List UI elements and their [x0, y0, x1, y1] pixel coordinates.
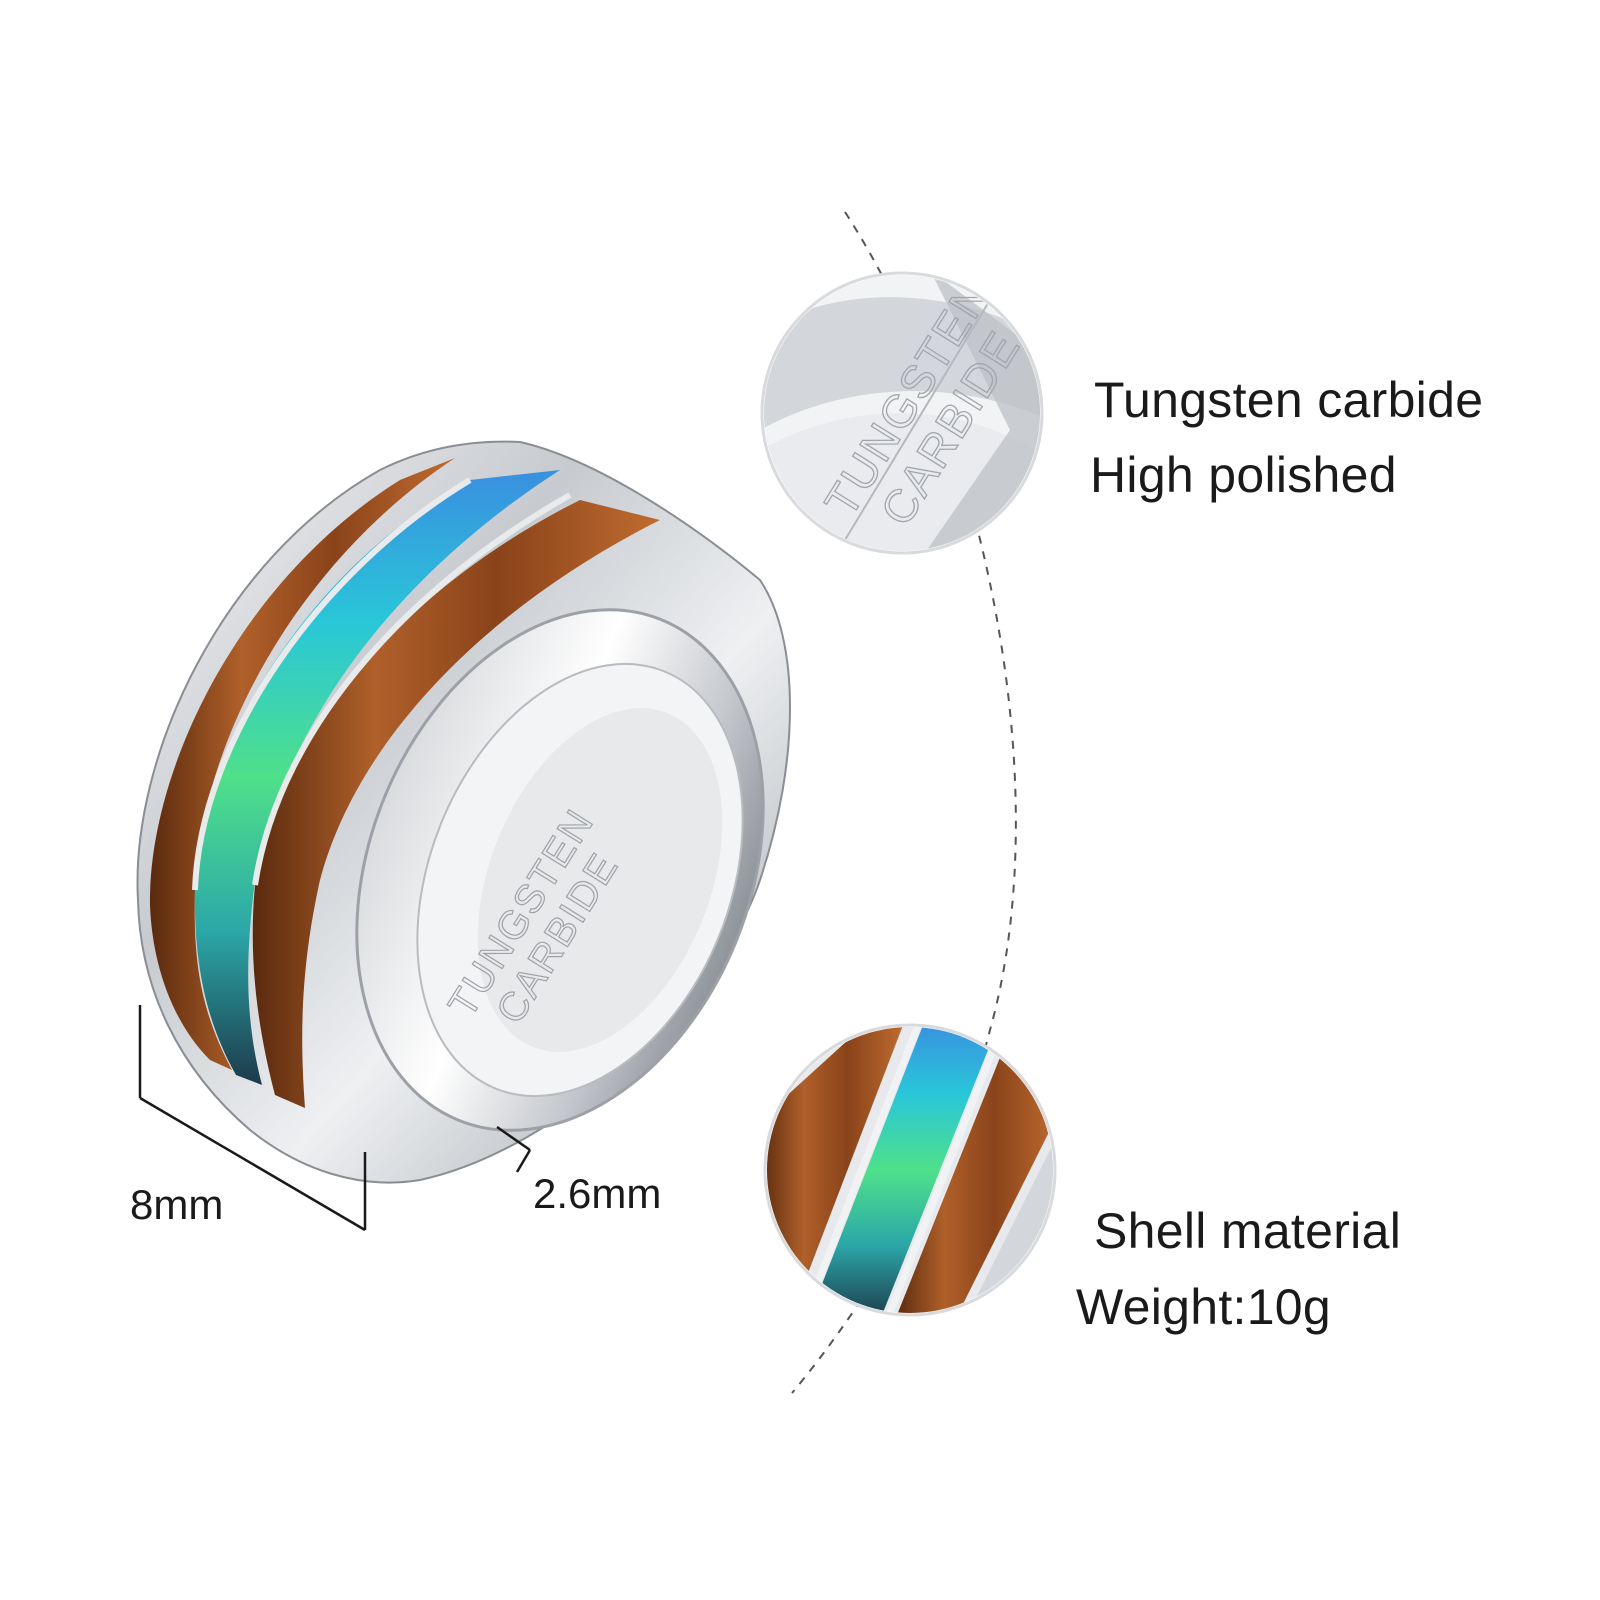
main-ring: TUNGSTEN CARBIDE [136, 440, 791, 1184]
wood-stripe-right [252, 500, 660, 1108]
spec-weight-label: Weight:10g [1076, 1279, 1332, 1335]
detail-circle-tungsten: TUNGSTEN CARBIDE [760, 271, 1044, 555]
detail-circle-shell [763, 1023, 1057, 1317]
spec-finish-label: High polished [1090, 447, 1397, 503]
shell-stripe [194, 470, 560, 1085]
dimension-thickness-label: 2.6mm [533, 1170, 662, 1217]
spec-inlay-label: Shell material [1094, 1203, 1402, 1259]
thickness-dimension [496, 1125, 532, 1173]
dimension-width-label: 8mm [130, 1181, 224, 1228]
width-dimension [138, 1005, 367, 1232]
spec-material-label: Tungsten carbide [1094, 372, 1484, 428]
wood-stripe-left [149, 458, 455, 1070]
